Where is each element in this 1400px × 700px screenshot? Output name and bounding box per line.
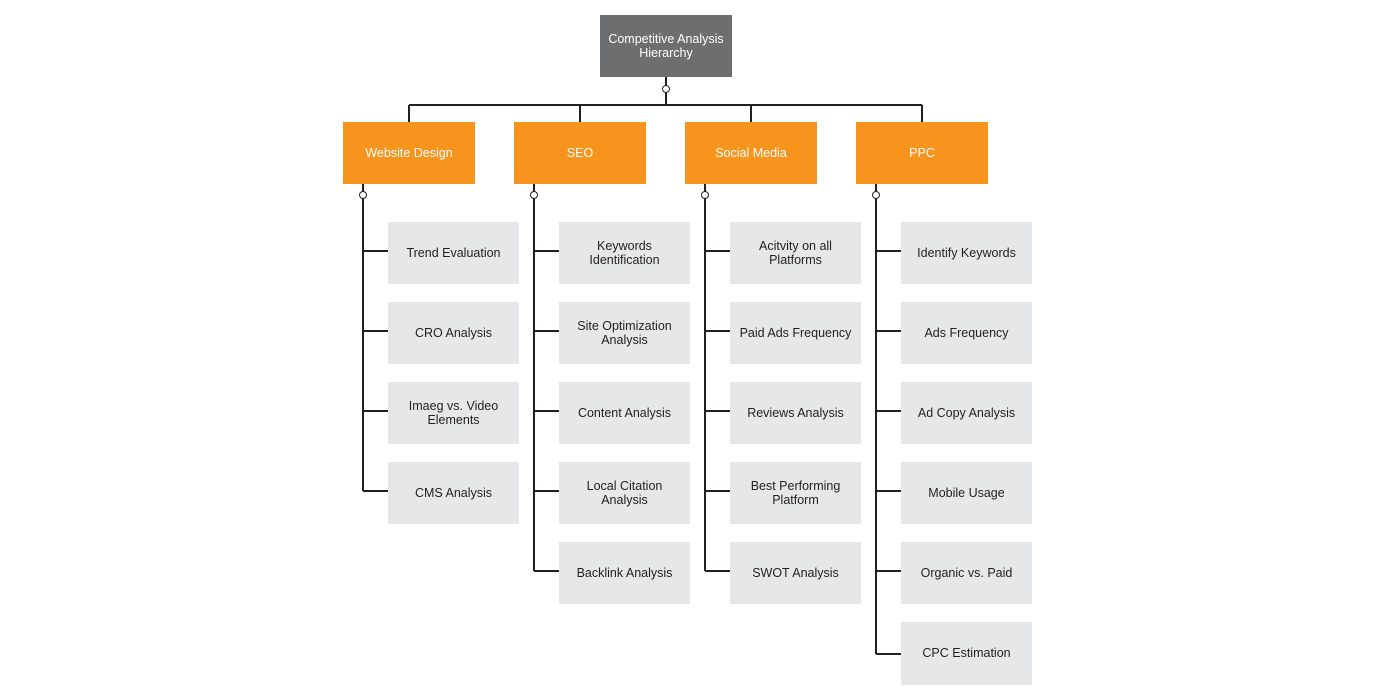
- leaf-connector-line: [534, 250, 559, 252]
- leaf-connector-line: [534, 330, 559, 332]
- leaf-connector-line: [705, 410, 730, 412]
- branch-connector-dot: [530, 191, 538, 199]
- branch-connector-dot: [872, 191, 880, 199]
- leaf-node: Local Citation Analysis: [559, 462, 690, 524]
- leaf-connector-line: [534, 570, 559, 572]
- leaf-node: Site Optimization Analysis: [559, 302, 690, 364]
- leaf-node: Acitvity on all Platforms: [730, 222, 861, 284]
- leaf-node: Ad Copy Analysis: [901, 382, 1032, 444]
- root-node: Competitive Analysis Hierarchy: [600, 15, 732, 77]
- leaf-connector-line: [705, 570, 730, 572]
- leaf-node: Backlink Analysis: [559, 542, 690, 604]
- leaf-node: CMS Analysis: [388, 462, 519, 524]
- root-connector-dot: [662, 85, 670, 93]
- branch-connector-dot: [701, 191, 709, 199]
- leaf-connector-line: [363, 250, 388, 252]
- leaf-connector-line: [876, 653, 901, 655]
- leaf-node: SWOT Analysis: [730, 542, 861, 604]
- branch-trunk-line: [704, 184, 706, 571]
- branch-trunk-line: [875, 184, 877, 654]
- leaf-connector-line: [876, 330, 901, 332]
- leaf-connector-line: [705, 250, 730, 252]
- leaf-node: Keywords Identification: [559, 222, 690, 284]
- category-node: PPC: [856, 122, 988, 184]
- leaf-node: Best Performing Platform: [730, 462, 861, 524]
- leaf-connector-line: [876, 490, 901, 492]
- leaf-connector-line: [363, 330, 388, 332]
- branch-trunk-line: [362, 184, 364, 491]
- leaf-connector-line: [705, 490, 730, 492]
- leaf-node: Reviews Analysis: [730, 382, 861, 444]
- leaf-node: CRO Analysis: [388, 302, 519, 364]
- leaf-node: Identify Keywords: [901, 222, 1032, 284]
- category-node: Website Design: [343, 122, 475, 184]
- leaf-connector-line: [534, 490, 559, 492]
- leaf-connector-line: [876, 570, 901, 572]
- leaf-connector-line: [876, 410, 901, 412]
- leaf-connector-line: [534, 410, 559, 412]
- leaf-node: Imaeg vs. Video Elements: [388, 382, 519, 444]
- leaf-node: CPC Estimation: [901, 622, 1032, 685]
- leaf-node: Mobile Usage: [901, 462, 1032, 524]
- leaf-connector-line: [363, 490, 388, 492]
- leaf-node: Content Analysis: [559, 382, 690, 444]
- leaf-node: Trend Evaluation: [388, 222, 519, 284]
- leaf-connector-line: [705, 330, 730, 332]
- leaf-node: Ads Frequency: [901, 302, 1032, 364]
- category-drop-line: [408, 105, 410, 122]
- category-node: Social Media: [685, 122, 817, 184]
- branch-trunk-line: [533, 184, 535, 571]
- leaf-connector-line: [876, 250, 901, 252]
- category-drop-line: [579, 105, 581, 122]
- category-drop-line: [750, 105, 752, 122]
- category-bus-line: [409, 104, 922, 106]
- leaf-connector-line: [363, 410, 388, 412]
- category-node: SEO: [514, 122, 646, 184]
- category-drop-line: [921, 105, 923, 122]
- leaf-node: Paid Ads Frequency: [730, 302, 861, 364]
- branch-connector-dot: [359, 191, 367, 199]
- leaf-node: Organic vs. Paid: [901, 542, 1032, 604]
